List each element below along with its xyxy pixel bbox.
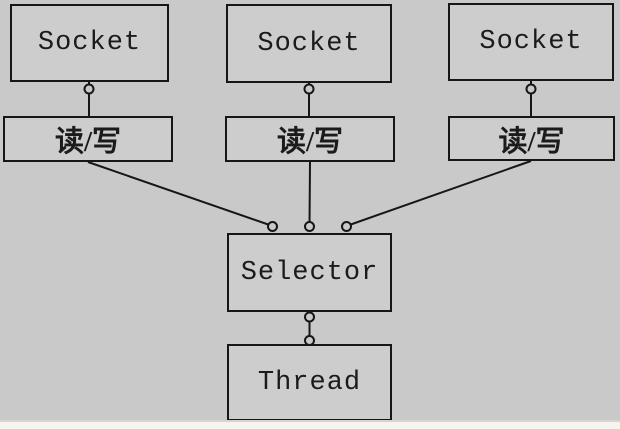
- selector-bottom-port-circle: [304, 311, 315, 323]
- socket2-port-circle: [303, 83, 315, 95]
- selector-port-circle-left: [267, 221, 278, 232]
- socket-label-3: Socket: [479, 27, 583, 57]
- image-bottom-edge: [0, 420, 620, 429]
- socket-label-1: Socket: [37, 28, 142, 58]
- read-write-box-3: 读/写: [448, 116, 615, 161]
- selector-label: Selector: [240, 257, 379, 288]
- socket1-port-circle: [83, 83, 95, 95]
- thread-box: Thread: [227, 344, 392, 421]
- socket-box-2: Socket: [226, 4, 392, 83]
- connector-rw2-selector: [308, 161, 311, 227]
- socket-box-1: Socket: [10, 4, 169, 82]
- connector-rw1-selector: [87, 161, 273, 227]
- read-write-box-2: 读/写: [225, 116, 395, 162]
- read-write-label-2: 读/写: [276, 126, 344, 158]
- selector-port-circle-right: [341, 221, 352, 232]
- socket-label-2: Socket: [257, 28, 361, 59]
- selector-box: Selector: [227, 233, 392, 312]
- selector-port-circle-middle: [304, 221, 315, 232]
- socket3-port-circle: [525, 83, 537, 95]
- connector-rw3-selector: [346, 160, 532, 227]
- read-write-label-1: 读/写: [54, 126, 122, 158]
- thread-label: Thread: [257, 367, 362, 398]
- read-write-box-1: 读/写: [3, 116, 173, 162]
- read-write-label-3: 读/写: [498, 125, 565, 158]
- socket-box-3: Socket: [448, 3, 614, 81]
